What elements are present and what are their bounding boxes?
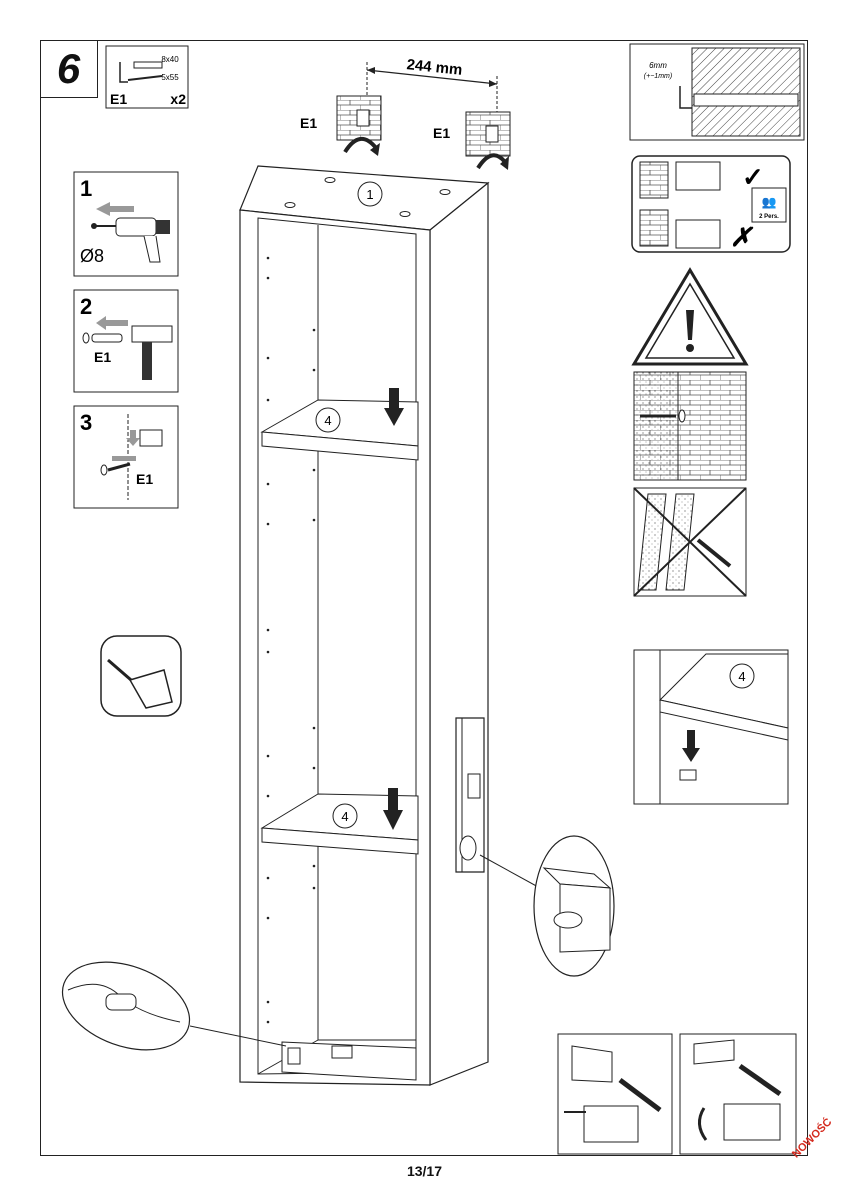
hardware-code: E1 [110, 91, 127, 107]
hardware-size-b: 5x55 [161, 73, 179, 82]
warning-icon [631, 267, 749, 366]
wall-gap-value: 6mm [649, 61, 667, 70]
arrow-down-icon [383, 788, 403, 830]
dimension-label: 244 mm [406, 56, 463, 79]
bracket-screw-icon [100, 414, 163, 500]
spirit-level-bottom [281, 1041, 417, 1081]
two-person-check: ✓ ✗ 👥 2 Pers. [631, 155, 791, 253]
shelf-pin-holes [266, 256, 316, 1024]
panel-label-top: 1 [366, 187, 373, 202]
persons-icon: 👥 [762, 195, 777, 209]
wall-gap-tolerance: (+−1mm) [644, 73, 672, 80]
drywall-not-allowed [633, 487, 747, 597]
hardware-box: 8x40 5x55 E1 x2 [105, 45, 189, 109]
panel-label-shelf-upper: 4 [324, 413, 331, 428]
bracket-label-right: E1 [433, 125, 450, 141]
hardware-qty: x2 [170, 91, 186, 107]
shelf-pin-detail: 4 [633, 649, 789, 805]
step-3-number: 3 [80, 410, 92, 435]
dustpan-icon [100, 635, 182, 717]
bracket-label-left: E1 [300, 115, 317, 131]
page-number: 13/17 [406, 1163, 443, 1179]
panel-label-shelf-lower: 4 [341, 809, 348, 824]
step-1-label: Ø8 [80, 246, 104, 266]
panel-label-detail: 4 [738, 669, 745, 684]
cross-icon: ✗ [730, 222, 754, 252]
bracket-adjust-2 [679, 1033, 797, 1155]
screw-icon [119, 61, 163, 83]
step-3-screw: 3 E1 [73, 405, 179, 509]
step-1-drill: 1 Ø8 [73, 171, 179, 277]
wall-bracket-left [336, 95, 382, 156]
step-3-label: E1 [136, 471, 153, 487]
step-number: 6 [40, 40, 98, 98]
hammer-icon [82, 316, 173, 380]
check-icon: ✓ [742, 162, 764, 192]
dimension-line: 244 mm [366, 56, 498, 130]
persons-label: 2 Pers. [759, 214, 779, 220]
bracket-adjust-1 [557, 1033, 673, 1155]
hardware-size-a: 8x40 [161, 55, 179, 64]
concrete-wall-ok [633, 371, 747, 481]
drill-icon [91, 202, 170, 263]
step-2-hammer: 2 E1 [73, 289, 179, 393]
wall-gap-detail: 6mm (+−1mm) [629, 43, 805, 141]
magnifier-bottom [61, 961, 287, 1051]
magnifier-level [533, 835, 615, 977]
step-2-label: E1 [94, 349, 111, 365]
arrow-down-icon [384, 388, 404, 426]
step-1-number: 1 [80, 176, 92, 201]
cabinet: 1 4 4 [239, 165, 490, 1086]
page-frame [40, 40, 808, 1156]
step-2-number: 2 [80, 294, 92, 319]
spirit-level-vertical [455, 717, 541, 889]
wall-bracket-right [465, 111, 511, 170]
